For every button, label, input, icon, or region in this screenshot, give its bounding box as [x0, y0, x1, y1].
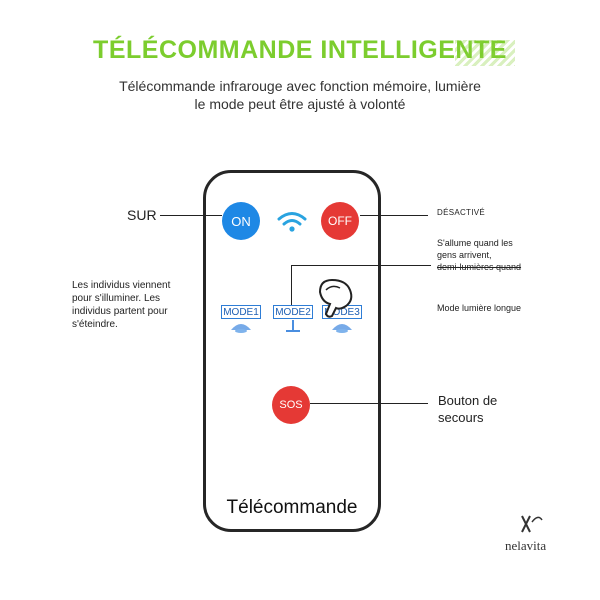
callout-line-on	[160, 215, 222, 216]
label-mode2-line-3: demi-lumières quand	[437, 262, 522, 272]
off-button[interactable]: OFF	[321, 202, 359, 240]
label-on: SUR	[127, 207, 157, 223]
lamp-icon-mode1	[231, 324, 251, 333]
wifi-icon	[277, 212, 307, 232]
sos-button[interactable]: SOS	[272, 386, 310, 424]
brand-logo-icon	[521, 515, 543, 533]
on-button[interactable]: ON	[222, 202, 260, 240]
brand-name: nelavita	[505, 538, 547, 553]
mode2-button[interactable]: MODE2	[273, 305, 313, 319]
subtitle-line-1: Télécommande infrarouge avec fonction mé…	[119, 78, 481, 94]
label-sos: Bouton de secours	[438, 393, 498, 425]
label-mode3: Mode lumière longue	[437, 303, 522, 313]
label-off: DÉSACTIVÉ	[437, 208, 486, 217]
page-title: TÉLÉCOMMANDE INTELLIGENTE	[93, 36, 507, 64]
callout-line-off	[360, 215, 428, 216]
lamp-icon-mode3	[332, 324, 352, 333]
label-mode2-line-2: gens arrivent,	[437, 250, 492, 260]
label-mode2: S'allume quand les gens arrivent, demi-l…	[437, 237, 527, 273]
callout-line-sos	[310, 403, 428, 404]
label-mode2-line-1: S'allume quand les	[437, 238, 513, 248]
mode1-button[interactable]: MODE1	[221, 305, 261, 319]
label-mode1: Les individus viennent pour s'illuminer.…	[72, 280, 171, 330]
callout-line-mode2-vertical	[291, 265, 292, 305]
subtitle-line-2: le mode peut être ajusté à volonté	[194, 96, 406, 112]
callout-line-mode2	[291, 265, 431, 266]
lamp-icon-mode2	[286, 320, 300, 332]
title-decoration	[455, 40, 515, 66]
remote-name-label: Télécommande	[226, 497, 358, 518]
pointing-hand-icon	[318, 278, 353, 318]
